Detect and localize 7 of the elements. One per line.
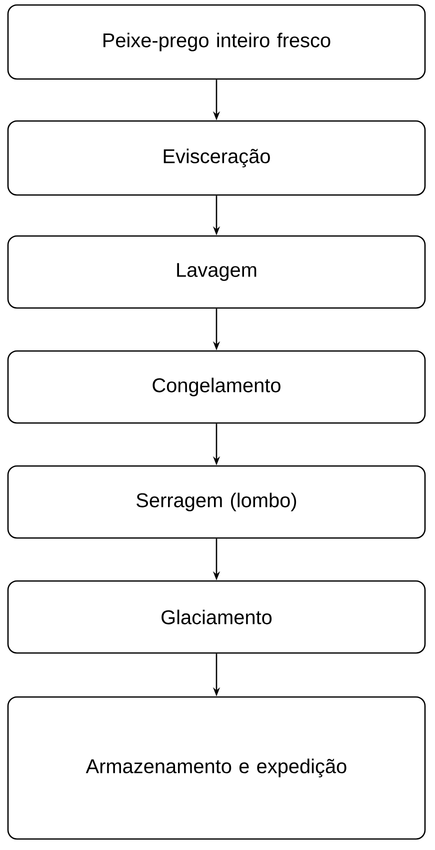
- process-box: Evisceração: [7, 120, 426, 196]
- process-box: Serragem (lombo): [7, 465, 426, 539]
- process-box: Peixe-prego inteiro fresco: [7, 4, 426, 80]
- process-box: Glaciamento: [7, 580, 426, 654]
- process-box: Armazenamento e expedição: [7, 696, 426, 840]
- process-box: Congelamento: [7, 350, 426, 424]
- process-box: Lavagem: [7, 235, 426, 309]
